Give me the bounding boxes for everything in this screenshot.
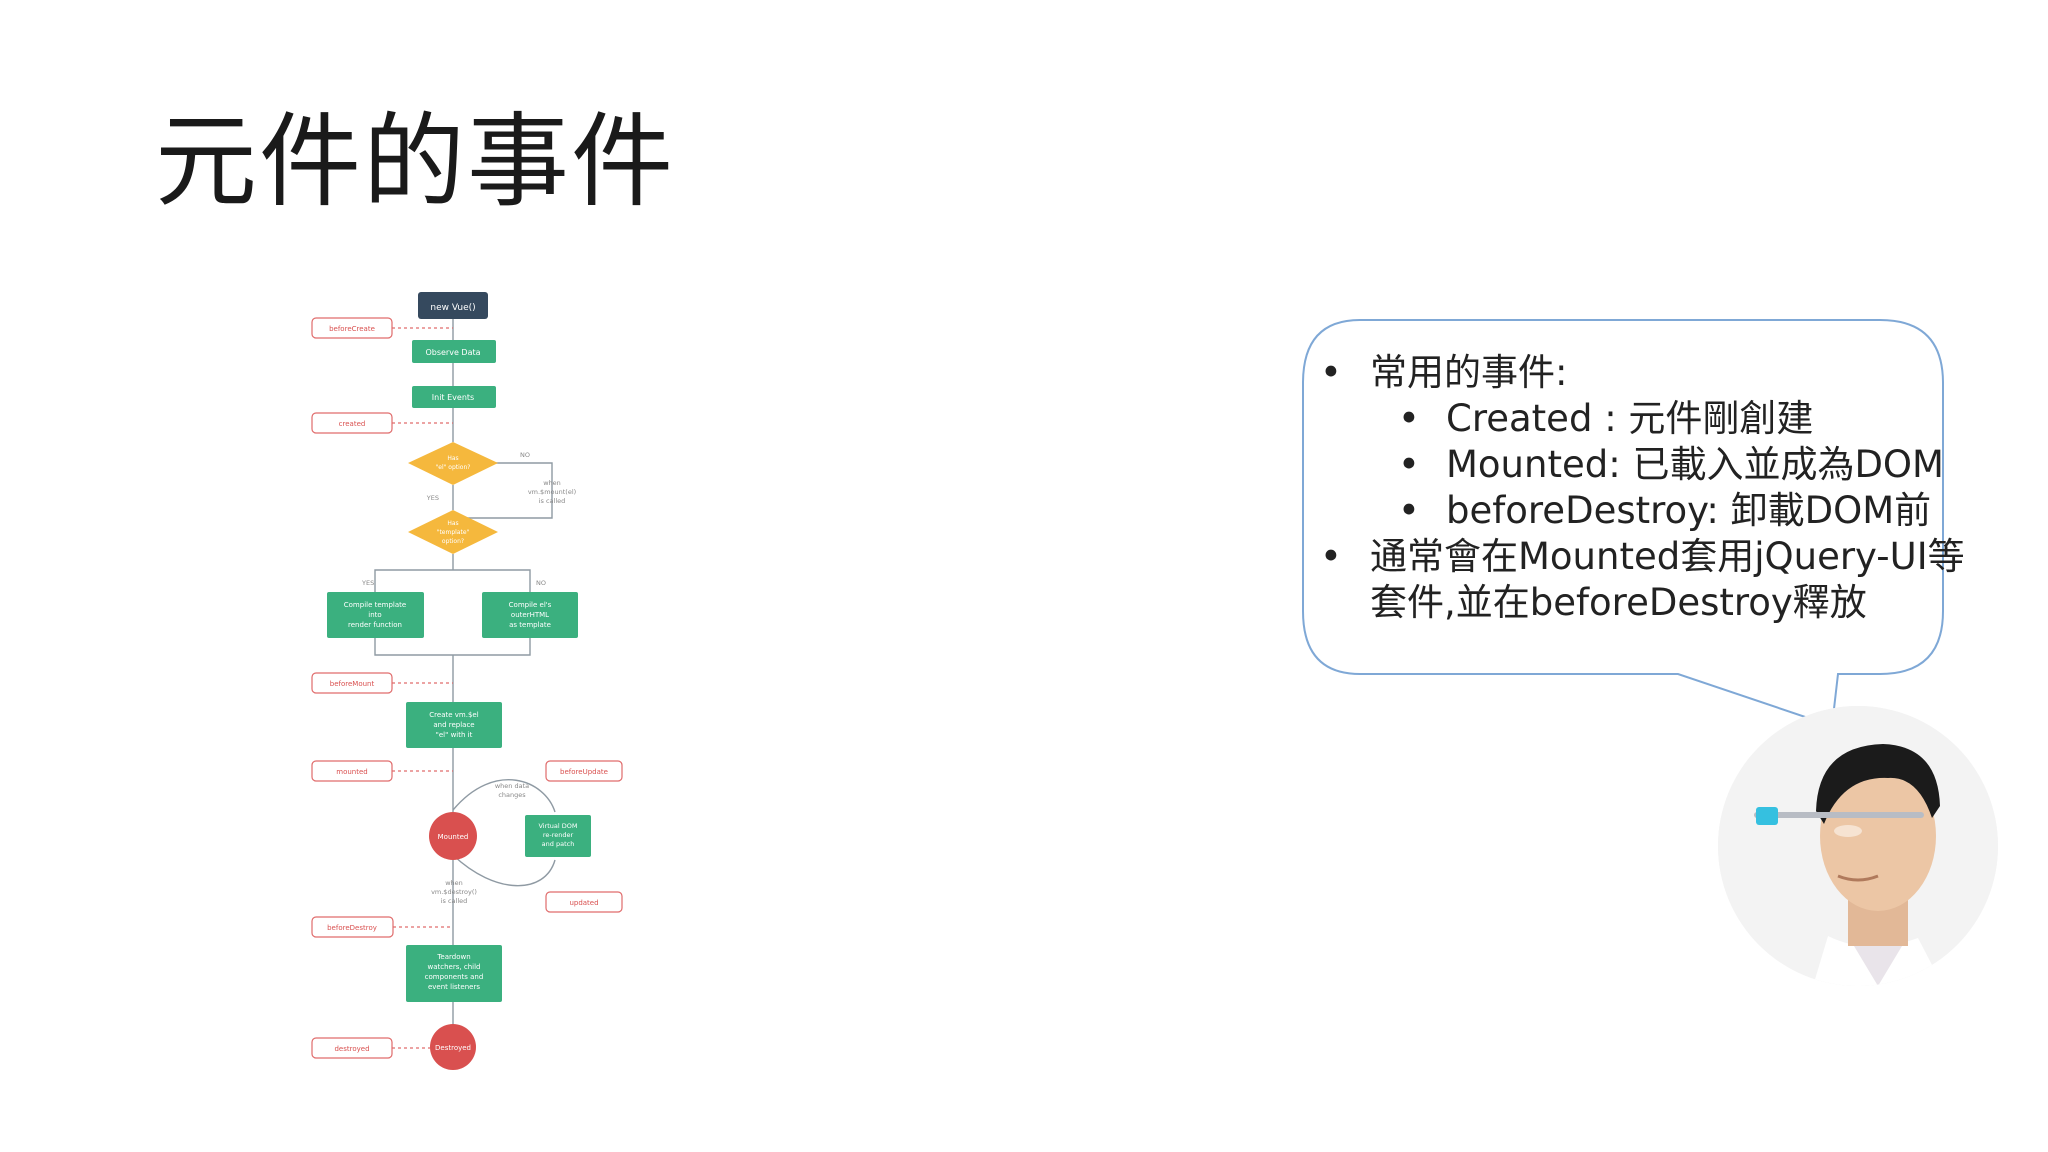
hook-destroyed-label: destroyed (334, 1045, 369, 1053)
bubble-text: 常用的事件: Created : 元件剛創建 Mounted: 已載入並成為DO… (1320, 350, 1965, 626)
decision-has-el-line2: "el" option? (436, 464, 471, 471)
when-data-line1: when data (495, 782, 529, 790)
label-no-2: NO (536, 579, 546, 587)
node-compile-template-line2: into (368, 611, 381, 619)
when-destroy-line3: is called (441, 897, 468, 905)
when-mount-line2: vm.$mount(el) (528, 488, 576, 496)
node-compile-outer (482, 592, 578, 638)
bullet-created: Created : 元件剛創建 (1320, 396, 1950, 442)
hook-mounted-label: mounted (336, 768, 367, 776)
decision-has-template-line3: option? (442, 538, 464, 545)
node-init-events (412, 386, 496, 408)
label-yes-2: YES (361, 579, 374, 587)
hook-updated-label: updated (569, 899, 598, 907)
node-virtual-dom-line2: re-render (543, 831, 574, 839)
node-new-vue-label: new Vue() (430, 303, 475, 313)
node-mounted (429, 812, 477, 860)
node-create-el-line3: "el" with it (436, 731, 473, 739)
presenter-avatar (1718, 706, 1998, 986)
node-virtual-dom (525, 815, 591, 857)
slide-title: 元件的事件 (155, 103, 675, 222)
node-create-el (406, 702, 502, 748)
node-observe-data (412, 340, 496, 363)
decision-has-template-line1: Has (447, 520, 458, 527)
hook-before-update (545, 760, 623, 782)
node-compile-outer-line3: as template (509, 621, 551, 629)
hook-mounted (311, 760, 393, 782)
label-no-1: NO (520, 451, 530, 459)
node-observe-data-label: Observe Data (425, 348, 480, 357)
decision-has-template-line2: "template" (437, 529, 470, 536)
when-destroy-line2: vm.$destroy() (431, 888, 477, 896)
hook-before-destroy-label: beforeDestroy (327, 924, 377, 932)
node-destroyed (430, 1024, 476, 1070)
when-destroy-line1: when (445, 879, 463, 887)
bullet-list: 常用的事件: Created : 元件剛創建 Mounted: 已載入並成為DO… (1320, 350, 1965, 580)
hook-before-destroy (311, 916, 394, 938)
node-compile-outer-line2: outerHTML (511, 611, 549, 619)
node-virtual-dom-line3: and patch (542, 840, 575, 848)
hook-created-label: created (339, 420, 366, 428)
node-init-events-label: Init Events (432, 393, 474, 402)
avatar-illustration (1718, 706, 1998, 986)
hook-before-create (311, 317, 393, 339)
node-teardown-line1: Teardown (436, 953, 470, 961)
node-teardown-line3: components and (425, 973, 484, 981)
bullet-usage-continuation: 套件,並在beforeDestroy釋放 (1370, 581, 1867, 624)
node-teardown-line2: watchers, child (428, 963, 481, 971)
node-compile-template-line1: Compile template (344, 601, 406, 609)
hook-before-mount-label: beforeMount (330, 680, 375, 688)
hook-before-mount (311, 672, 393, 694)
when-mount-line1: when (543, 479, 561, 487)
node-compile-template (327, 592, 424, 638)
node-create-el-line2: and replace (433, 721, 474, 729)
node-mounted-label: Mounted (438, 833, 469, 841)
hook-destroyed (311, 1037, 393, 1059)
node-create-el-line1: Create vm.$el (429, 711, 478, 719)
label-yes-1: YES (426, 494, 439, 502)
bullet-mounted: Mounted: 已載入並成為DOM (1320, 442, 1950, 488)
hook-created (311, 412, 393, 434)
hook-updated (545, 891, 623, 913)
when-mount-line3: is called (539, 497, 566, 505)
bullet-common-events: 常用的事件: (1320, 350, 1950, 396)
lifecycle-diagram: new Vue() Observe Data Init Events Has "… (311, 292, 623, 1070)
node-compile-outer-line1: Compile el's (509, 601, 552, 609)
node-virtual-dom-line1: Virtual DOM (538, 822, 577, 830)
hook-before-update-label: beforeUpdate (560, 768, 608, 776)
hook-before-create-label: beforeCreate (329, 325, 375, 333)
bullet-usage: 通常會在Mounted套用jQuery-UI等 (1320, 534, 1965, 580)
node-destroyed-label: Destroyed (435, 1044, 471, 1052)
node-teardown-line4: event listeners (428, 983, 480, 991)
bullet-before-destroy: beforeDestroy: 卸載DOM前 (1320, 488, 1950, 534)
decision-has-el (408, 442, 498, 485)
node-compile-template-line3: render function (348, 621, 402, 629)
decision-has-el-line1: Has (447, 455, 458, 462)
when-data-line2: changes (498, 791, 526, 799)
node-teardown (406, 945, 502, 1002)
node-new-vue (418, 292, 488, 319)
decision-has-template (408, 510, 498, 554)
